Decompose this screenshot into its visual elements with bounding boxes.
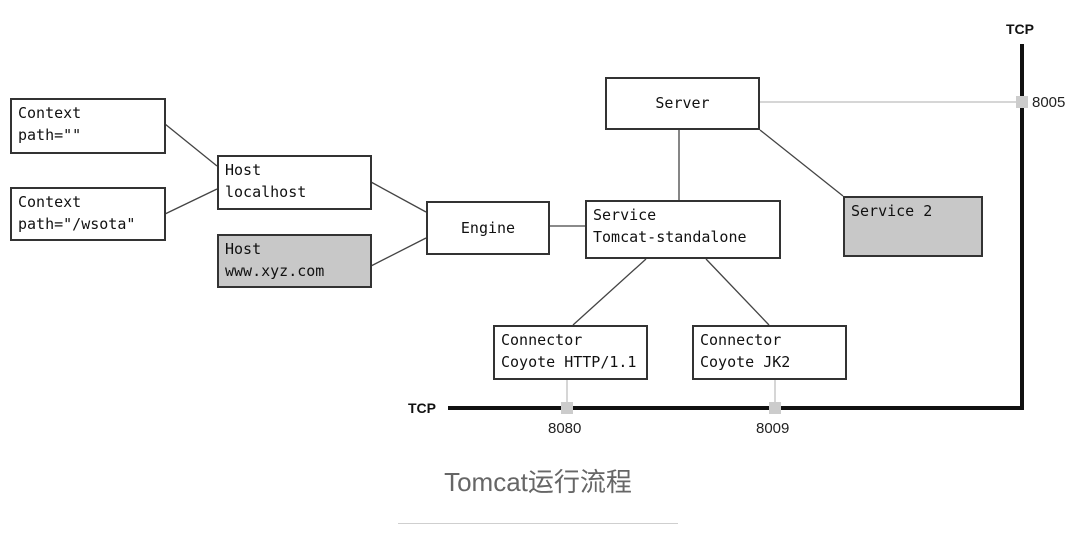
service-box: Service Tomcat-standalone bbox=[585, 200, 781, 259]
caption-divider bbox=[398, 523, 678, 524]
connector-lines bbox=[164, 44, 1028, 414]
host-xyz-box: Host www.xyz.com bbox=[217, 234, 372, 288]
server-box: Server bbox=[605, 77, 760, 130]
port-8009-label: 8009 bbox=[756, 420, 790, 437]
figure-caption: Tomcat运行流程 bbox=[444, 467, 632, 497]
context-wsota-box: Context path="/wsota" bbox=[10, 187, 166, 241]
tcp-bus-line bbox=[448, 44, 1024, 410]
host-xyz-name: www.xyz.com bbox=[225, 262, 325, 280]
tcp-top-label: TCP bbox=[1006, 21, 1034, 37]
engine-box: Engine bbox=[426, 201, 550, 255]
context-wsota-title: Context bbox=[18, 193, 82, 211]
service2-label: Service 2 bbox=[851, 202, 933, 220]
host-localhost-box: Host localhost bbox=[217, 155, 372, 210]
service-name: Tomcat-standalone bbox=[593, 228, 747, 246]
connector-http-box: Connector Coyote HTTP/1.1 bbox=[493, 325, 648, 380]
connector-jk2-box: Connector Coyote JK2 bbox=[692, 325, 847, 380]
connector-jk2-name: Coyote JK2 bbox=[700, 353, 791, 371]
host-localhost-name: localhost bbox=[225, 183, 307, 201]
server-label: Server bbox=[655, 94, 710, 112]
port-8005-label: 8005 bbox=[1032, 94, 1066, 111]
tomcat-architecture-diagram: Context path="" Context path="/wsota" Ho… bbox=[10, 21, 1066, 437]
port-8009-marker bbox=[769, 402, 781, 414]
connector-http-title: Connector bbox=[501, 331, 583, 349]
host-xyz-title: Host bbox=[225, 240, 262, 258]
port-8080-marker bbox=[561, 402, 573, 414]
connector-jk2-title: Connector bbox=[700, 331, 782, 349]
engine-label: Engine bbox=[460, 219, 516, 237]
service-title: Service bbox=[593, 206, 657, 224]
context-root-path: path="" bbox=[18, 126, 82, 144]
connector-http-name: Coyote HTTP/1.1 bbox=[501, 353, 637, 371]
context-wsota-path: path="/wsota" bbox=[18, 215, 136, 233]
port-8005-marker bbox=[1016, 96, 1028, 108]
context-root-box: Context path="" bbox=[10, 98, 166, 154]
tcp-bottom-label: TCP bbox=[408, 400, 436, 416]
service2-box: Service 2 bbox=[843, 196, 983, 257]
context-root-title: Context bbox=[18, 104, 82, 122]
host-localhost-title: Host bbox=[225, 161, 262, 179]
port-8080-label: 8080 bbox=[548, 420, 582, 437]
